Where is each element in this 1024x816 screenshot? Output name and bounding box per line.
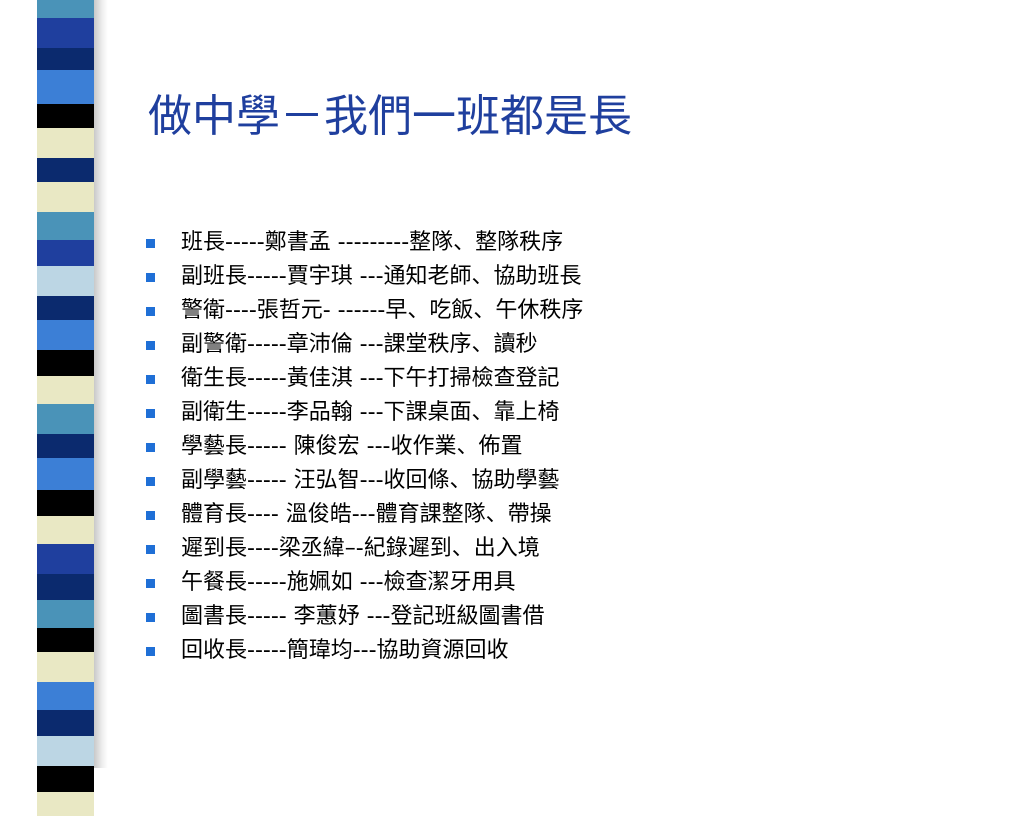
stripe-block — [37, 212, 94, 240]
stripe-block — [37, 240, 94, 266]
list-item-label: 副班長-----賈宇琪 ---通知老師、協助班長 — [181, 264, 582, 289]
stripe-block — [37, 70, 94, 104]
stripe-block — [37, 766, 94, 792]
list-item-label: 圖書長----- 李蕙妤 ---登記班級圖書借 — [181, 604, 545, 629]
stripe-block — [37, 48, 94, 70]
list-item: 班長-----鄭書孟 ---------整隊、整隊秩序 — [140, 226, 1000, 260]
list-item: 副學藝----- 汪弘智---收回條、協助學藝 — [140, 464, 1000, 498]
square-bullet-icon — [146, 341, 155, 350]
list-item: 警衛----張哲元- ------早、吃飯、午休秩序 — [140, 294, 1000, 328]
list-item: 衛生長-----黃佳淇 ---下午打掃檢查登記 — [140, 362, 1000, 396]
list-item-label: 班長-----鄭書孟 ---------整隊、整隊秩序 — [181, 230, 564, 255]
stripe-block — [37, 376, 94, 404]
list-item: 副警衛-----章沛倫 ---課堂秩序、讀秒 — [140, 328, 1000, 362]
stripe-block — [37, 600, 94, 628]
square-bullet-icon — [146, 477, 155, 486]
list-item-label: 學藝長----- 陳俊宏 ---收作業、佈置 — [181, 434, 523, 459]
stripe-block — [37, 792, 94, 816]
list-item: 副衛生-----李品翰 ---下課桌面、靠上椅 — [140, 396, 1000, 430]
stripe-block — [37, 182, 94, 212]
stripe-block — [37, 0, 94, 18]
stripe-block — [37, 266, 94, 296]
list-item: 遲到長----梁丞緯–-紀錄遲到、出入境 — [140, 532, 1000, 566]
square-bullet-icon — [146, 409, 155, 418]
square-bullet-icon — [146, 273, 155, 282]
list-item-label: 午餐長-----施姵如 ---檢查潔牙用具 — [181, 570, 516, 595]
square-bullet-icon — [146, 579, 155, 588]
stripe-block — [37, 490, 94, 516]
stripe-block — [37, 458, 94, 490]
list-item-label: 警衛----張哲元- ------早、吃飯、午休秩序 — [181, 298, 584, 323]
stripe-block — [37, 296, 94, 320]
list-item-label: 副警衛-----章沛倫 ---課堂秩序、讀秒 — [181, 332, 538, 357]
list-item-label: 副學藝----- 汪弘智---收回條、協助學藝 — [181, 468, 560, 493]
square-bullet-icon — [146, 239, 155, 248]
square-bullet-icon — [146, 545, 155, 554]
stripe-block — [37, 544, 94, 574]
list-item: 體育長---- 溫俊皓---體育課整隊、帶操 — [140, 498, 1000, 532]
square-bullet-icon — [146, 307, 155, 316]
stripe-block — [37, 320, 94, 350]
stripe-block — [37, 574, 94, 600]
list-item: 回收長-----簡瑋均---協助資源回收 — [140, 634, 1000, 668]
list-item-label: 衛生長-----黃佳淇 ---下午打掃檢查登記 — [181, 366, 560, 391]
stripe-block — [37, 628, 94, 652]
square-bullet-icon — [146, 511, 155, 520]
stripe-block — [37, 404, 94, 434]
list-item-label: 遲到長----梁丞緯–-紀錄遲到、出入境 — [181, 536, 540, 561]
stripe-block — [37, 516, 94, 544]
decorative-stripe-band — [0, 0, 130, 816]
square-bullet-icon — [146, 647, 155, 656]
square-bullet-icon — [146, 443, 155, 452]
stripe-block — [37, 104, 94, 128]
square-bullet-icon — [146, 375, 155, 384]
stripe-block — [37, 652, 94, 682]
stripe-block — [37, 682, 94, 710]
stripe-shadow — [94, 0, 108, 768]
stripe-block — [37, 128, 94, 158]
list-item: 午餐長-----施姵如 ---檢查潔牙用具 — [140, 566, 1000, 600]
stripe-block — [37, 350, 94, 376]
list-item: 副班長-----賈宇琪 ---通知老師、協助班長 — [140, 260, 1000, 294]
stripe-block — [37, 158, 94, 182]
stripe-block — [37, 710, 94, 736]
list-item-label: 體育長---- 溫俊皓---體育課整隊、帶操 — [181, 502, 552, 527]
stripe-block — [37, 18, 94, 48]
list-item-label: 副衛生-----李品翰 ---下課桌面、靠上椅 — [181, 400, 560, 425]
list-item-label: 回收長-----簡瑋均---協助資源回收 — [181, 638, 509, 663]
slide-title: 做中學－我們一班都是長 — [148, 91, 632, 142]
list-item: 圖書長----- 李蕙妤 ---登記班級圖書借 — [140, 600, 1000, 634]
list-item: 學藝長----- 陳俊宏 ---收作業、佈置 — [140, 430, 1000, 464]
bullet-list: 班長-----鄭書孟 ---------整隊、整隊秩序副班長-----賈宇琪 -… — [140, 226, 1000, 668]
decorative-stripe-column — [37, 0, 94, 816]
stripe-block — [37, 736, 94, 766]
slide: 做中學－我們一班都是長 班長-----鄭書孟 ---------整隊、整隊秩序副… — [0, 0, 1000, 816]
square-bullet-icon — [146, 613, 155, 622]
stripe-block — [37, 434, 94, 458]
